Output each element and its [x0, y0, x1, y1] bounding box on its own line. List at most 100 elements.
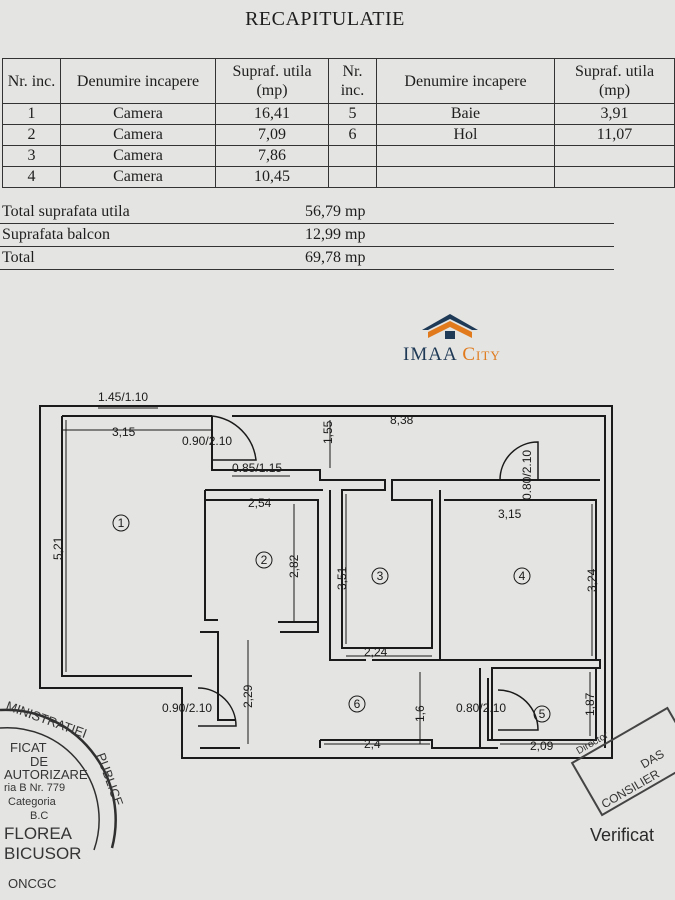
logo-word-1: IMAA [403, 344, 457, 365]
table-cell [376, 166, 555, 188]
stamp-line: FLOREA [4, 824, 73, 843]
floor-plan: 1.45/1.10 8,38 3,15 0.90/2.10 1,55 0.85/… [39, 390, 613, 759]
table-cell: 3 [2, 145, 61, 167]
outer-wall [39, 405, 613, 759]
total-useful-row: Total suprafata utila 56,79 mp [0, 201, 614, 224]
table-cell: 11,07 [554, 124, 675, 146]
table-cell [376, 145, 555, 167]
stamp-line: B.C [30, 810, 49, 822]
table-cell: 2 [2, 124, 61, 146]
header-cell: Nr. inc. [2, 58, 61, 104]
dim-door4: 0.80/2.10 [520, 450, 534, 500]
room-label-4: 4 [519, 569, 526, 583]
dim-vert-16: 1,6 [413, 705, 427, 722]
stamp-line: ria B Nr. 779 [4, 782, 66, 794]
recap-table: Nr. inc. Denumire incapere Supraf. utila… [2, 58, 675, 188]
table-cell: 3,91 [554, 103, 675, 125]
verification-stamp-icon [570, 706, 675, 817]
table-row: 1 Camera 16,41 5 Baie 3,91 [2, 103, 675, 125]
dim-door-entry: 0.90/2.10 [162, 701, 212, 715]
dim-door2: 0.85/1.15 [232, 461, 282, 475]
dim-room5-height: 1,87 [583, 692, 597, 716]
dim-room2-width: 2,54 [248, 496, 272, 510]
table-cell: Baie [376, 103, 555, 125]
dim-room4-height: 3,24 [585, 568, 599, 592]
table-cell: Camera [60, 103, 216, 125]
balcony-row: Suprafata balcon 12,99 mp [0, 224, 614, 247]
table-cell [554, 166, 675, 188]
table-cell: Camera [60, 145, 216, 167]
document-title: RECAPITULATIE [245, 8, 405, 30]
dim-door5: 0.80/2.10 [456, 701, 506, 715]
header-cell: Denumire incapere [376, 58, 555, 104]
dim-room2-height: 2,82 [287, 554, 301, 578]
room-label-6: 6 [354, 697, 361, 711]
door-swing [497, 689, 539, 731]
dim-top-window: 1.45/1.10 [98, 390, 148, 404]
room-label-1: 1 [118, 516, 125, 530]
dim-vert-155: 1,55 [321, 420, 335, 444]
house-logo-icon [422, 314, 478, 339]
total-label: Total [2, 249, 35, 266]
stamp-line: FICAT [10, 740, 47, 755]
table-row: 3 Camera 7,86 [2, 145, 675, 167]
door-swing [197, 687, 237, 727]
table-cell: 16,41 [215, 103, 329, 125]
totals-section: Total suprafata utila 56,79 mp Suprafata… [0, 201, 614, 270]
logo-word-2: City [462, 344, 501, 365]
dim-room5-width: 2,09 [530, 739, 554, 753]
room-label-3: 3 [377, 569, 384, 583]
table-cell: Camera [60, 166, 216, 188]
total-value: 56,79 mp [305, 203, 366, 220]
table-cell: 1 [2, 103, 61, 125]
inner-wall [200, 416, 330, 721]
grand-total-row: Total 69,78 mp [0, 247, 614, 270]
header-cell: Denumire incapere [60, 58, 216, 104]
inner-wall [205, 489, 323, 633]
door-swing [211, 415, 257, 461]
stamp-line: BICUSOR [4, 844, 82, 863]
table-cell: 7,86 [215, 145, 329, 167]
table-cell: 6 [328, 124, 377, 146]
logo-text: IMAA City [403, 344, 501, 366]
header-cell: Supraf. utila (mp) [215, 58, 329, 104]
table-header-row: Nr. inc. Denumire incapere Supraf. utila… [2, 58, 675, 104]
verified-label: Verificat [590, 825, 655, 845]
total-value: 69,78 mp [305, 249, 366, 266]
total-label: Suprafata balcon [2, 226, 110, 243]
stamp-line: DE [30, 754, 49, 769]
total-label: Total suprafata utila [2, 203, 130, 220]
room-label-2: 2 [261, 553, 268, 567]
table-row: 2 Camera 7,09 6 Hol 11,07 [2, 124, 675, 146]
table-cell: 7,09 [215, 124, 329, 146]
table-cell [554, 145, 675, 167]
inner-wall [61, 415, 606, 748]
dim-room1-height: 5,21 [51, 536, 65, 560]
total-value: 12,99 mp [305, 226, 366, 243]
table-cell: Hol [376, 124, 555, 146]
table-row: 4 Camera 10,45 [2, 166, 675, 188]
door-swing [499, 441, 539, 481]
inner-wall [329, 479, 600, 661]
table-cell: 4 [2, 166, 61, 188]
header-cell: Supraf. utila (mp) [554, 58, 675, 104]
table-cell: Camera [60, 124, 216, 146]
dim-room4-width: 3,15 [498, 507, 522, 521]
authorization-stamp-icon [0, 708, 117, 851]
dim-door1: 0.90/2.10 [182, 434, 232, 448]
dim-hall-height: 2,29 [241, 684, 255, 708]
dim-room3-height: 3,51 [335, 566, 349, 590]
dim-hall-width: 2,4 [364, 737, 381, 751]
dim-room3-width: 2,24 [364, 645, 388, 659]
dim-room1-width: 3,15 [112, 425, 136, 439]
table-cell: 5 [328, 103, 377, 125]
stamp-line: ONCGC [8, 876, 57, 891]
table-cell: 10,45 [215, 166, 329, 188]
room-label-5: 5 [539, 707, 546, 721]
header-cell: Nr. inc. [328, 58, 377, 104]
inner-wall [479, 668, 597, 748]
stamp-line: Categoria [8, 796, 56, 808]
table-cell [328, 166, 377, 188]
stamp-line: AUTORIZARE [4, 767, 88, 782]
inner-wall [200, 739, 498, 749]
